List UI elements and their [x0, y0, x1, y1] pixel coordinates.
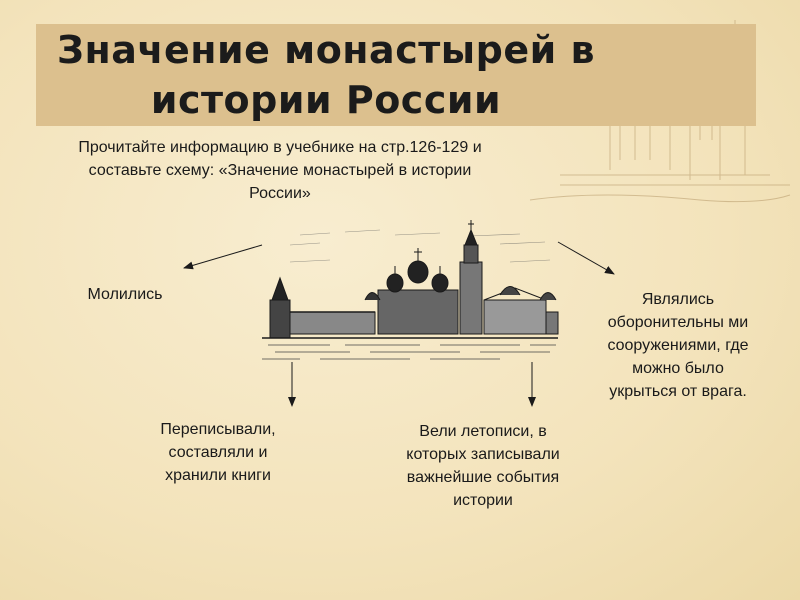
arrow-to-prayed: [183, 244, 263, 270]
node-books: Переписывали, составляли и хранили книги: [160, 421, 276, 484]
node-chronicles: Вели летописи, в которых записывали важн…: [406, 423, 560, 509]
arrow-to-defense: [557, 241, 615, 275]
title-band: [36, 24, 756, 126]
node-defense: Являлись оборонительны ми сооружениями, …: [607, 291, 749, 400]
slide-title: Значение монастырей в истории России: [57, 28, 595, 122]
node-prayed: Молились: [87, 286, 163, 303]
instruction-text: Прочитайте информацию в учебнике на стр.…: [78, 139, 482, 202]
